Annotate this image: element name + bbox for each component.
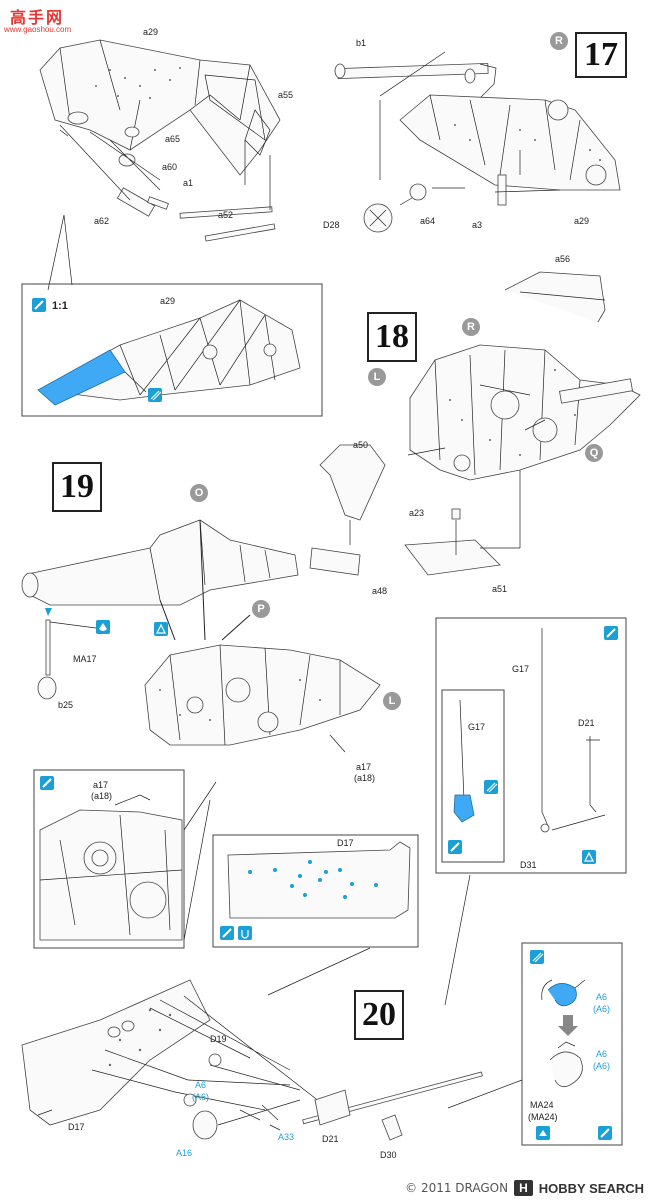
step-17-number: 17 [575, 32, 627, 78]
step18-assembly [309, 271, 641, 576]
label-MA24-paren: (MA24) [528, 1112, 558, 1122]
paint-icon-g17 [604, 626, 618, 640]
d17-panel [227, 841, 411, 919]
detail-box-g17-inner [441, 689, 505, 863]
label-a60: a60 [162, 162, 177, 172]
glue-icon-g17 [484, 780, 498, 794]
label-a18-detail: (a18) [91, 791, 112, 801]
label-a64: a64 [420, 216, 435, 226]
label-A16: A16 [176, 1148, 192, 1158]
label-D21-step20: D21 [322, 1134, 339, 1144]
label-A6-paren: (A6) [593, 1004, 610, 1014]
footer-copyright: © 2011 DRAGON [405, 1181, 509, 1195]
glue-drop-icon [96, 620, 110, 634]
step-20-number: 20 [354, 990, 404, 1040]
marker-q: Q [585, 444, 603, 462]
glue-icon-a6 [530, 950, 544, 964]
label-a17: a17 [356, 762, 371, 772]
paint-icon-g17-inner [448, 840, 462, 854]
label-A6-second-paren: (A6) [593, 1061, 610, 1071]
watermark-logo: 高手网 www.gaoshou.com [4, 4, 74, 38]
footer-brand: HOBBY SEARCH [538, 1180, 644, 1196]
step-18-number: 18 [367, 312, 417, 362]
label-D30: D30 [380, 1150, 397, 1160]
scale-label: 1:1 [52, 300, 68, 312]
label-A6-second: A6 [596, 1049, 607, 1059]
detail-frame [37, 299, 301, 406]
paint-icon-a6 [598, 1126, 612, 1140]
step17-right-assembly [334, 51, 621, 233]
paint-icon-step19 [40, 776, 54, 790]
step19-assembly [21, 519, 381, 753]
label-a3: a3 [472, 220, 482, 230]
drill-icon-d17 [238, 926, 252, 940]
marker-r-top: R [550, 32, 568, 50]
marker-o: O [190, 484, 208, 502]
glue-icon-detail [148, 388, 162, 402]
down-arrow-icon [558, 1015, 578, 1036]
detail-box-step19 [33, 769, 185, 949]
marker-l-step19: L [383, 692, 401, 710]
label-D21: D21 [578, 718, 595, 728]
label-D17-step20: D17 [68, 1122, 85, 1132]
label-a29-detail: a29 [160, 296, 175, 306]
label-a50: a50 [353, 440, 368, 450]
label-a18: (a18) [354, 773, 375, 783]
cut-icon-g17 [582, 850, 596, 864]
detail-box-scale [21, 283, 323, 417]
label-MA17: MA17 [73, 654, 97, 664]
label-a48: a48 [372, 586, 387, 596]
label-D28: D28 [323, 220, 340, 230]
label-a17-detail: a17 [93, 780, 108, 790]
label-D19: D19 [210, 1034, 227, 1044]
watermark-title: 高手网 [10, 8, 65, 27]
label-a29: a29 [143, 27, 158, 37]
label-G17: G17 [512, 664, 529, 674]
label-a56: a56 [555, 254, 570, 264]
step17-left-assembly [39, 39, 281, 291]
hook-a6-top [541, 979, 586, 1007]
label-D17: D17 [337, 838, 354, 848]
cut-icon [154, 622, 168, 636]
detail-box-g17 [435, 617, 627, 874]
step20-assembly [21, 979, 483, 1141]
marker-l-step18: L [368, 368, 386, 386]
label-a55: a55 [278, 90, 293, 100]
label-G17-inner: G17 [468, 722, 485, 732]
label-a62: a62 [94, 216, 109, 226]
label-a23: a23 [409, 508, 424, 518]
label-MA24: MA24 [530, 1100, 554, 1110]
label-A33: A33 [278, 1132, 294, 1142]
footer: © 2011 DRAGON H HOBBY SEARCH [405, 1180, 644, 1196]
marker-p: P [252, 600, 270, 618]
g17-highlight [453, 794, 475, 823]
detail-box-a6 [521, 942, 623, 1146]
label-a1: a1 [183, 178, 193, 188]
detail-step19-drawing [39, 794, 183, 941]
label-a51: a51 [492, 584, 507, 594]
hook-a6-bottom [549, 1041, 583, 1088]
watermark-url: www.gaoshou.com [4, 25, 72, 34]
label-D31: D31 [520, 860, 537, 870]
label-b25: b25 [58, 700, 73, 710]
step-19-number: 19 [52, 462, 102, 512]
label-a52: a52 [218, 210, 233, 220]
hobby-search-logo-icon: H [514, 1180, 533, 1196]
detail-box-d17 [212, 834, 419, 948]
label-a65: a65 [165, 134, 180, 144]
paint-icon-scale [32, 298, 46, 312]
label-A6: A6 [596, 992, 607, 1002]
label-b1: b1 [356, 38, 366, 48]
paint-icon-d17 [220, 926, 234, 940]
label-A6-step20: A6 [195, 1080, 206, 1090]
fold-up-icon [536, 1126, 550, 1140]
label-A6-step20-paren: (A6) [192, 1092, 209, 1102]
marker-r-step18: R [462, 318, 480, 336]
label-a29-step17: a29 [574, 216, 589, 226]
